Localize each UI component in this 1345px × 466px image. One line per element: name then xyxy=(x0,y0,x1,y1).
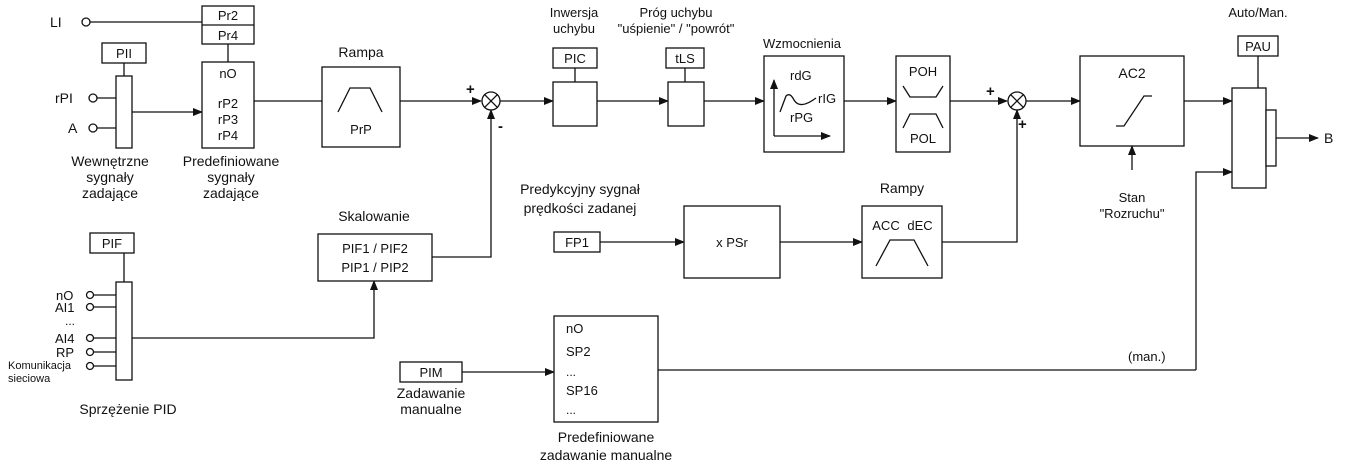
predk-label-1: Predykcyjny sygnał xyxy=(520,181,641,197)
preset-rp3: rP3 xyxy=(218,112,238,127)
scale-pif: PIF1 / PIF2 xyxy=(342,241,408,256)
pred-label-2: sygnały xyxy=(207,169,254,185)
fb-comm-label-1: Komunikacja xyxy=(8,360,72,372)
param-tls: tLS xyxy=(675,51,695,66)
auto-man-label: Auto/Man. xyxy=(1228,5,1287,20)
stan-label-1: Stan xyxy=(1119,190,1146,205)
auto-man-switch-side xyxy=(1265,109,1277,167)
preset-rp2: rP2 xyxy=(218,96,238,111)
param-fp1: FP1 xyxy=(565,235,589,250)
sum2-plus-bottom: + xyxy=(1018,116,1027,133)
zad-label-2: manualne xyxy=(400,401,462,417)
rampy-label: Rampy xyxy=(880,180,924,196)
man-label: (man.) xyxy=(1128,349,1166,364)
preset-refs-box xyxy=(201,61,255,149)
skal-label: Skalowanie xyxy=(338,208,410,224)
prog-label-2: "uśpienie" / "powrót" xyxy=(618,21,735,36)
sp-16: SP16 xyxy=(566,383,598,398)
ramp-prp: PrP xyxy=(350,122,372,137)
ramp-dec: dEC xyxy=(907,218,932,233)
fb-ai4-label: AI4 xyxy=(55,331,75,346)
scale-pip: PIP1 / PIP2 xyxy=(341,260,408,275)
inwersja-label-2: uchybu xyxy=(553,21,595,36)
wew-label-2: sygnały xyxy=(86,169,133,185)
fb-rp-label: RP xyxy=(56,345,74,360)
gain-rig: rIG xyxy=(818,91,836,106)
param-pii: PII xyxy=(116,46,132,61)
spr-label: Sprzężenie PID xyxy=(79,401,176,417)
sp-no: nO xyxy=(566,321,583,336)
pred-label-1: Predefiniowane xyxy=(183,153,280,169)
fb-ai1-label: AI1 xyxy=(55,300,75,315)
sum1-plus: + xyxy=(466,81,475,98)
inversion-block xyxy=(552,81,598,127)
sum2-plus-left: + xyxy=(986,83,995,100)
wew-label-1: Wewnętrzne xyxy=(71,153,149,169)
predk-label-2: prędkości zadanej xyxy=(524,200,637,216)
param-pr4: Pr4 xyxy=(218,28,238,43)
ramps-block xyxy=(861,205,943,279)
param-pif: PIF xyxy=(102,236,122,251)
limits-block xyxy=(895,55,951,153)
preset-no: nO xyxy=(219,66,236,81)
internal-ref-selector xyxy=(115,75,133,149)
auto-man-switch xyxy=(1231,87,1267,189)
psr-block xyxy=(683,205,781,279)
zad-label-1: Zadawanie xyxy=(397,385,466,401)
input-a-label: A xyxy=(68,120,78,136)
pif-box xyxy=(89,232,135,254)
input-li-label: LI xyxy=(50,14,62,30)
threshold-block xyxy=(667,81,705,127)
inwersja-label-1: Inwersja xyxy=(550,5,599,20)
param-pim: PIM xyxy=(419,365,442,380)
gain-rpg: rPG xyxy=(790,110,813,125)
input-rpi-terminal xyxy=(88,93,98,103)
ramp-block xyxy=(321,66,401,148)
psr-label: x PSr xyxy=(716,235,748,250)
ramp-shape xyxy=(337,87,383,113)
sp-dots-1: ... xyxy=(566,365,576,379)
param-pr2: Pr2 xyxy=(218,8,238,23)
prog-label-1: Próg uchybu xyxy=(640,5,713,20)
ac2-block xyxy=(1079,55,1185,147)
ramps-shape xyxy=(875,239,929,267)
input-rpi-label: rPI xyxy=(55,90,73,106)
pdm-label-1: Predefiniowane xyxy=(558,429,655,445)
wzm-label: Wzmocnienia xyxy=(763,36,842,51)
rampa-label: Rampa xyxy=(338,44,383,60)
ramp-acc: ACC xyxy=(872,218,899,233)
limit-poh: POH xyxy=(909,64,937,79)
param-pau: PAU xyxy=(1245,39,1271,54)
fb-dots: ... xyxy=(65,314,75,328)
stan-label-2: "Rozruchu" xyxy=(1100,206,1165,221)
input-a-terminal xyxy=(88,123,98,133)
sp-dots-2: ... xyxy=(566,403,576,417)
gains-curve xyxy=(779,94,817,113)
fb-no-label: nO xyxy=(56,288,73,303)
feedback-selector xyxy=(115,281,133,381)
output-b: B xyxy=(1324,130,1333,146)
input-li-terminal xyxy=(81,17,91,27)
limit-pol: POL xyxy=(910,131,936,146)
wew-label-3: zadające xyxy=(82,185,138,201)
pdm-label-2: zadawanie manualne xyxy=(540,447,673,463)
manual-presets-box xyxy=(553,315,659,423)
sp-2: SP2 xyxy=(566,344,591,359)
param-pic: PIC xyxy=(564,51,586,66)
preset-rp4: rP4 xyxy=(218,128,238,143)
gain-rdg: rdG xyxy=(790,68,812,83)
fb-comm-label-2: sieciowa xyxy=(8,373,51,385)
pred-label-3: zadające xyxy=(203,185,259,201)
ac2-label: AC2 xyxy=(1118,65,1145,81)
sum1-minus: - xyxy=(498,118,503,135)
scaling-block xyxy=(317,233,433,282)
ac2-ramp-shape xyxy=(1116,95,1152,127)
